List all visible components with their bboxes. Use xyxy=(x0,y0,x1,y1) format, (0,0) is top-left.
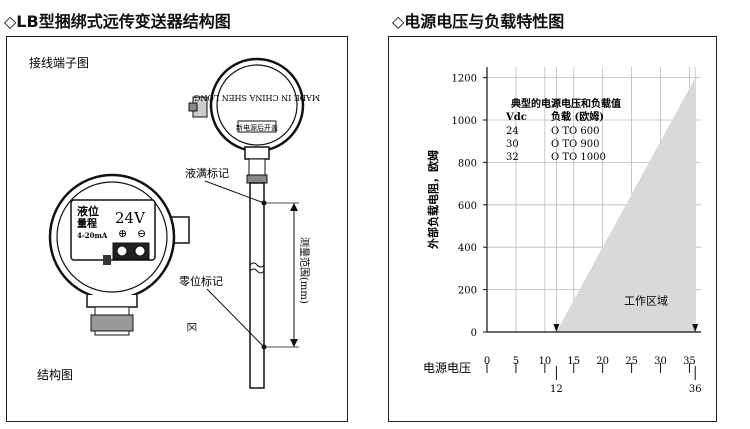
table-cell: 30 xyxy=(506,139,519,150)
x-tick-label: 35 xyxy=(683,356,696,367)
full-mark-label: 液满标记 xyxy=(185,166,229,180)
x-tick-labels: 0 5 10 15 20 25 30 35 12 36 xyxy=(484,324,702,395)
terminal-line-3: 4-20mA xyxy=(77,231,108,240)
structure-label: 结构图 xyxy=(37,367,73,382)
x-tick-label: 30 xyxy=(654,356,667,367)
minus-symbol-icon: ⊖ xyxy=(137,227,146,240)
plus-symbol-icon: ⊕ xyxy=(118,227,127,240)
table-cell: O TO 600 xyxy=(551,126,600,137)
screw-terminal-icon xyxy=(116,245,128,257)
voltage-label: 24V xyxy=(115,209,146,227)
table-header-vdc: Vdc xyxy=(505,112,527,123)
working-region xyxy=(556,77,696,332)
table-cell: O TO 900 xyxy=(551,139,600,150)
chart-panel: 0 200 400 600 800 1000 1200 0 5 10 15 20 25 30 35 12 36… xyxy=(388,36,717,422)
x-tick-label: 36 xyxy=(689,384,702,395)
range-dimension: 测量范围(mm) xyxy=(266,202,311,348)
terminal-line-1: 液位 xyxy=(77,204,99,218)
x-tick-label: 25 xyxy=(625,356,638,367)
y-tick-labels: 0 200 400 600 800 1000 1200 xyxy=(452,74,487,339)
y-tick-label: 0 xyxy=(471,328,477,339)
screw-terminal-icon xyxy=(134,245,146,257)
y-axis-label: 外部负载电阻，欧姆 xyxy=(426,150,440,250)
structure-panel: 接线端子图 结构图 液位 量程 4-20mA 24V ⊕ ⊖ xyxy=(6,36,348,422)
x-axis-label: 电源电压 xyxy=(423,361,471,375)
table-title: 典型的电源电压和负载值 xyxy=(511,97,621,110)
transmitter-head: 新电源后开盖 MADE IN CHINA SHEN LONG xyxy=(188,57,320,184)
right-title: ◇电源电压与负载特性图 xyxy=(392,12,565,31)
probe-rod xyxy=(249,182,267,389)
load-chart: 0 200 400 600 800 1000 1200 0 5 10 15 20 25 30 35 12 36… xyxy=(423,67,702,395)
typical-values-table: 典型的电源电压和负载值 Vdc 负载 (欧姆) 24 O TO 600 30 O… xyxy=(505,97,621,163)
y-tick-label: 1000 xyxy=(452,116,477,127)
side-char: 区 xyxy=(185,322,197,332)
x-tick-label: 20 xyxy=(596,356,609,367)
structure-diagram: 接线端子图 结构图 液位 量程 4-20mA 24V ⊕ ⊖ xyxy=(29,55,320,389)
terminal-line-2: 量程 xyxy=(77,217,97,230)
head-text: MADE IN CHINA SHEN LONG xyxy=(194,93,320,102)
x-tick-label: 0 xyxy=(484,356,490,367)
left-title: ◇LB型捆绑式远传变送器结构图 xyxy=(4,12,231,31)
arrow-icon xyxy=(692,324,699,332)
x-tick-label: 10 xyxy=(538,356,551,367)
y-tick-label: 600 xyxy=(458,201,477,212)
table-cell: 24 xyxy=(506,126,519,137)
y-tick-label: 1200 xyxy=(452,74,477,85)
x-tick-label: 5 xyxy=(513,356,519,367)
arrow-icon xyxy=(553,324,560,332)
terminal-housing: 液位 量程 4-20mA 24V ⊕ ⊖ xyxy=(48,173,190,336)
table-cell: O TO 1000 xyxy=(551,152,606,163)
table-header-load: 负载 (欧姆) xyxy=(551,110,604,123)
zero-mark-label: 零位标记 xyxy=(179,274,223,288)
range-label: 测量范围(mm) xyxy=(298,237,311,304)
head-brand: 新电源后开盖 xyxy=(236,123,278,132)
table-cell: 32 xyxy=(506,152,519,163)
x-tick-label: 12 xyxy=(550,384,563,395)
y-tick-label: 800 xyxy=(458,158,477,169)
x-tick-label: 15 xyxy=(567,356,580,367)
y-tick-label: 400 xyxy=(458,243,477,254)
y-tick-label: 200 xyxy=(458,286,477,297)
region-label: 工作区域 xyxy=(624,294,668,307)
wiring-label: 接线端子图 xyxy=(29,55,89,70)
